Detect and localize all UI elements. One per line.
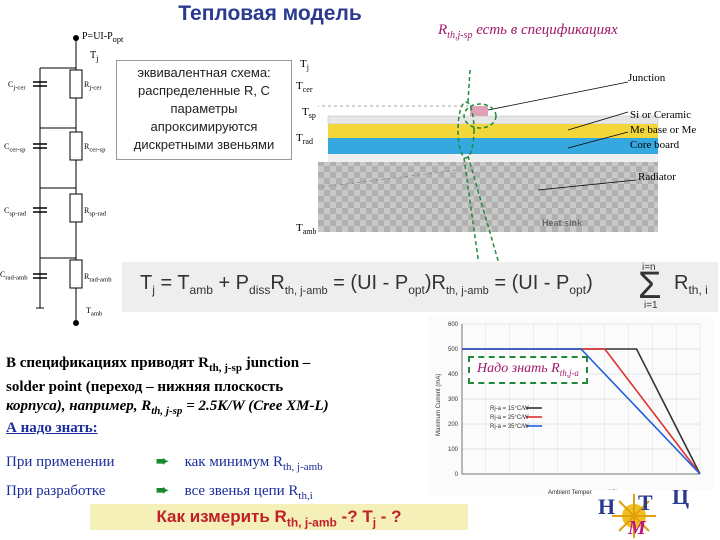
- series-line: [462, 348, 701, 475]
- junction-chip: [470, 106, 488, 118]
- y-tick-label: 200: [448, 422, 459, 428]
- legend-label: Rj-a = 25°C/W: [490, 415, 529, 421]
- svg-text:Н: Н: [598, 494, 615, 519]
- svg-text:Ц: Ц: [672, 490, 689, 509]
- r4-label: Rrad-amb: [84, 272, 112, 284]
- r1-label: Rj-cer: [84, 80, 102, 92]
- source-label: P=UI-Popt: [82, 31, 124, 44]
- substrate-yellow-layer: [328, 124, 658, 138]
- c2-label: Ccer-sp: [4, 142, 26, 154]
- heat-sink-body: [318, 162, 658, 232]
- y-tick-label: 300: [448, 397, 459, 403]
- r2-label: Rcer-sp: [84, 142, 106, 154]
- tim-layer: [328, 154, 658, 162]
- thermal-circuit: [33, 35, 83, 326]
- spec-note: Rth,j-sp есть в спецификациях: [438, 22, 618, 41]
- substrate-blue-layer: [328, 138, 658, 154]
- ntc-logo: Н Т Ц М: [592, 490, 720, 540]
- c3-label: Csp-rad: [4, 206, 26, 218]
- y-tick-label: 0: [455, 472, 459, 478]
- development-row: При разработке➨все звенья цепи Rth,i: [6, 483, 313, 502]
- must-know-label: А надо знать:: [6, 420, 98, 436]
- temp-tsp: Tsp: [302, 106, 316, 121]
- y-tick-label: 400: [448, 372, 459, 378]
- sum-top: i=n: [642, 262, 656, 273]
- sum-term: Rth, i: [674, 272, 708, 297]
- sum-bottom: i=1: [644, 300, 658, 311]
- y-tick-label: 100: [448, 447, 459, 453]
- how-to-measure-box: Как измерить Rth, j-amb -? Tj - ?: [90, 504, 468, 530]
- temp-tamb: Tamb: [296, 222, 317, 237]
- chart-axes: [461, 324, 700, 475]
- junction-label: Junction: [628, 72, 666, 84]
- y-axis-label: Maximum Current (mA): [436, 374, 442, 436]
- circuit-tamb-label: Tamb: [86, 306, 103, 318]
- arrow-icon: ➨: [156, 454, 169, 470]
- circuit-tj-label: Tj: [90, 50, 99, 63]
- temp-tcer: Tcer: [296, 80, 313, 95]
- legend-label: Rj-a = 35°C/W: [490, 424, 529, 430]
- formula-box: Tj = Tamb + PdissRth, j-amb = (UI - Popt…: [122, 262, 718, 312]
- thermal-formula: Tj = Tamb + PdissRth, j-amb = (UI - Popt…: [140, 272, 593, 297]
- legend-label: Rj-a = 15°C/W: [490, 406, 529, 412]
- c4-label: Crad-amb: [0, 270, 28, 282]
- radiator-label: Radiator: [638, 171, 676, 183]
- y-tick-label: 500: [448, 347, 459, 353]
- x-axis-label: Ambient Temperature (°C): [548, 490, 618, 496]
- arrow-icon: ➨: [156, 483, 169, 499]
- svg-text:М: М: [627, 517, 647, 539]
- y-tick-label: 600: [448, 322, 459, 328]
- sum-symbol: Σ: [638, 265, 662, 307]
- temp-trad: Trad: [296, 132, 313, 147]
- page-title: Тепловая модель: [178, 2, 362, 25]
- r3-label: Rsp-rad: [84, 206, 106, 218]
- heat-sink-label: Heat sink: [542, 218, 583, 228]
- need-to-know-callout: Надо знать Rth,j-a: [468, 356, 588, 384]
- led-cross-section: Heat sink: [318, 69, 659, 262]
- application-row: При применении➨как минимум Rth, j-amb: [6, 454, 323, 473]
- derating-chart: 0 100 200 300 400 500 600 Rj-a = 15°C/W Rj-a = …: [428, 316, 713, 496]
- c1-label: Cj-cer: [8, 80, 26, 92]
- spec-paragraph: В спецификациях приводят Rth, j-sp junct…: [6, 355, 329, 417]
- equivalent-scheme-note: эквивалентная схема: распределенные R, C…: [116, 60, 292, 160]
- temp-tj: Tj: [300, 58, 309, 73]
- svg-text:Т: Т: [638, 490, 653, 515]
